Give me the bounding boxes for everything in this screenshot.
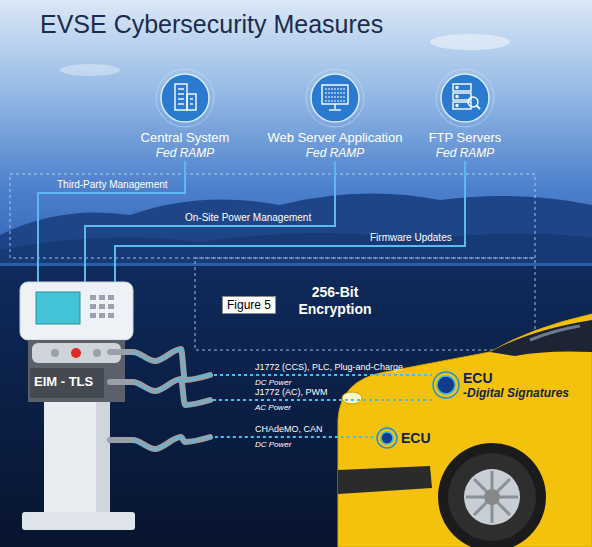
ecu-node: ECU-Digital Signatures — [432, 366, 569, 404]
link-label: Firmware Updates — [370, 232, 452, 244]
diagram-title: EVSE Cybersecurity Measures — [40, 10, 383, 39]
node-title: ECU — [463, 370, 569, 386]
cloud — [430, 34, 510, 50]
windshield-reflection — [530, 326, 580, 340]
node-title: ECU — [401, 430, 431, 446]
ecu-disc — [437, 376, 455, 394]
charging-cable — [110, 349, 210, 380]
icon-disc — [441, 74, 489, 122]
icon-disc — [161, 74, 209, 122]
dashed-region — [195, 258, 535, 350]
charger-pedestal — [44, 402, 110, 512]
charger-button — [51, 349, 59, 357]
server-icon — [305, 68, 365, 128]
icon-ring — [306, 69, 364, 127]
encryption-label: 256-Bit Encryption — [290, 284, 380, 318]
car-rim — [464, 469, 520, 525]
charging-cable — [110, 379, 210, 405]
car-tyre — [448, 453, 536, 541]
node-subtitle: Fed RAMP — [306, 146, 365, 161]
power-type: DC Power — [255, 378, 291, 387]
keypad-key — [90, 313, 96, 318]
protocol-label: J1772 (AC), PWM — [255, 387, 328, 398]
server-icon — [435, 68, 495, 128]
node-title: FTP Servers — [429, 130, 502, 146]
keypad-key — [108, 304, 114, 309]
ecu-ring — [377, 428, 397, 448]
node-title: Central System — [141, 130, 230, 146]
charger-head — [20, 282, 133, 340]
charging-link — [133, 379, 432, 405]
ecu-icon — [432, 371, 460, 399]
car-windshield — [490, 320, 592, 356]
ecu-node: ECU — [376, 426, 431, 450]
ecu-ring — [433, 372, 459, 398]
hills — [0, 194, 592, 266]
icon-glyph — [322, 85, 348, 110]
node-title: Web Server Application — [268, 130, 403, 146]
keypad-key — [99, 304, 105, 309]
server-node: Central SystemFed RAMP — [141, 68, 230, 161]
icon-glyph — [453, 84, 480, 109]
node-subtitle: -Digital Signatures — [463, 386, 569, 401]
ground — [0, 265, 592, 547]
protocol-label: J1772 (CCS), PLC, Plug-and-Charge — [255, 362, 403, 373]
keypad-key — [90, 295, 96, 300]
ecu-disc — [381, 432, 393, 444]
wheel-hub — [484, 489, 500, 505]
server-node: Web Server ApplicationFed RAMP — [268, 68, 403, 161]
icon-disc — [311, 74, 359, 122]
pedestal-shade — [96, 402, 110, 512]
power-type: DC Power — [255, 440, 291, 449]
keypad-key — [108, 313, 114, 318]
charging-cable — [110, 437, 210, 449]
link-label: On-Site Power Management — [185, 212, 311, 224]
charger-node: EIM - TLS — [20, 282, 133, 530]
charging-link — [133, 349, 432, 380]
car-headlight — [342, 392, 362, 404]
ecu-icon — [376, 427, 398, 449]
link-label: Third-Party Management — [57, 179, 168, 191]
charging-link — [133, 437, 376, 449]
protocol-label: CHAdeMO, CAN — [255, 424, 323, 435]
node-title: EIM - TLS — [34, 374, 133, 390]
data-link — [38, 161, 185, 282]
server-node: FTP ServersFed RAMP — [429, 68, 502, 161]
charger-button — [93, 349, 101, 357]
node-subtitle: Fed RAMP — [156, 146, 215, 161]
hills — [0, 233, 592, 266]
keypad-key — [108, 295, 114, 300]
horizon — [0, 263, 592, 266]
charger-button — [71, 348, 81, 358]
server-icon — [155, 68, 215, 128]
car-body — [338, 314, 592, 547]
node-subtitle: Fed RAMP — [436, 146, 495, 161]
cloud — [60, 64, 120, 76]
keypad-key — [90, 304, 96, 309]
wheel-arch — [438, 443, 546, 547]
keypad-key — [99, 313, 105, 318]
keypad-key — [99, 295, 105, 300]
power-type: AC Power — [255, 403, 291, 412]
rim-spokes — [466, 471, 518, 523]
car-bumper — [338, 466, 432, 494]
charger-screen — [36, 292, 80, 324]
figure-number: Figure 5 — [222, 296, 276, 314]
icon-glyph — [175, 84, 196, 110]
charger-base — [22, 512, 135, 530]
icon-ring — [156, 69, 214, 127]
icon-ring — [436, 69, 494, 127]
